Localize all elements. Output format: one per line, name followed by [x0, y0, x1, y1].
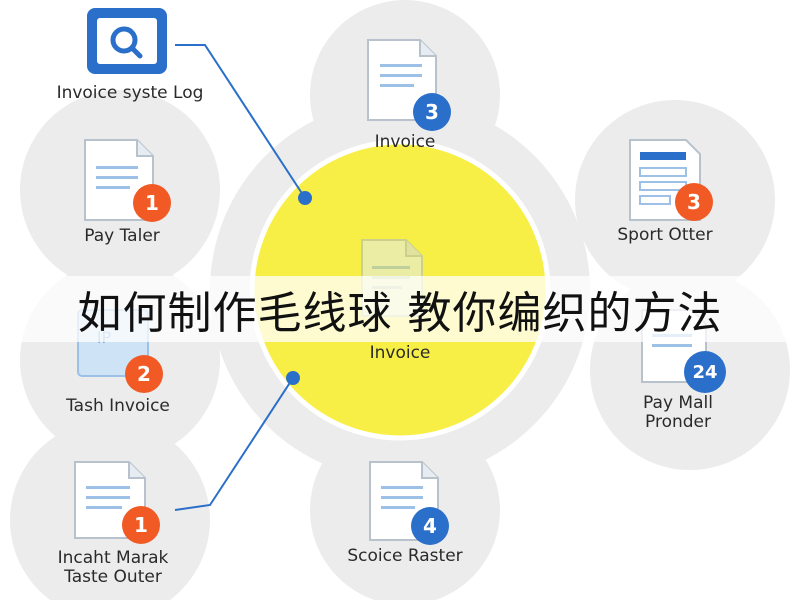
overlay-title-text: 如何制作毛线球 教你编织的方法	[77, 288, 723, 339]
connector-dot-bottom	[286, 371, 300, 385]
node-label-line-1: Incaht Marak	[58, 548, 169, 568]
node-scoice-raster[interactable]: 4 Scoice Raster	[347, 461, 463, 566]
node-label: Tash Invoice	[65, 396, 170, 416]
badge-blue	[411, 507, 449, 545]
magnifier-app-icon[interactable]	[87, 8, 167, 74]
overlay-title-banner: 如何制作毛线球 教你编织的方法	[0, 276, 800, 342]
node-label-line-2: Pronder	[645, 412, 711, 432]
node-label: Sport Otter	[617, 225, 712, 245]
connector-dot-top	[298, 191, 312, 205]
node-pay-taler[interactable]: 1 Pay Taler	[84, 139, 171, 246]
badge-orange	[675, 183, 713, 221]
node-label: Invoice	[375, 132, 436, 152]
badge-count: 4	[423, 514, 437, 538]
badge-orange	[122, 506, 160, 544]
badge-orange	[125, 355, 163, 393]
badge-count: 1	[145, 191, 159, 215]
badge-count: 2	[137, 362, 151, 386]
badge-count: 3	[425, 100, 439, 124]
node-label-line-2: Taste Outer	[63, 567, 162, 587]
badge-count: 3	[687, 190, 701, 214]
node-label: Pay Taler	[84, 226, 160, 246]
node-invoice-top[interactable]: 3 Invoice	[367, 39, 451, 152]
badge-blue	[413, 93, 451, 131]
node-label: Scoice Raster	[347, 546, 462, 566]
node-sport-otter[interactable]: 3 Sport Otter	[617, 139, 713, 245]
badge-count: 1	[134, 513, 148, 537]
badge-blue	[684, 351, 726, 393]
node-incaht-marak[interactable]: 1 Incaht Marak Taste Outer	[58, 461, 169, 587]
badge-orange	[133, 184, 171, 222]
node-label-line-1: Pay Mall	[643, 393, 713, 413]
connectors	[174, 44, 306, 511]
center-label: Invoice	[370, 343, 431, 363]
top-left-label: Invoice syste Log	[57, 83, 204, 103]
badge-count: 24	[692, 362, 717, 383]
